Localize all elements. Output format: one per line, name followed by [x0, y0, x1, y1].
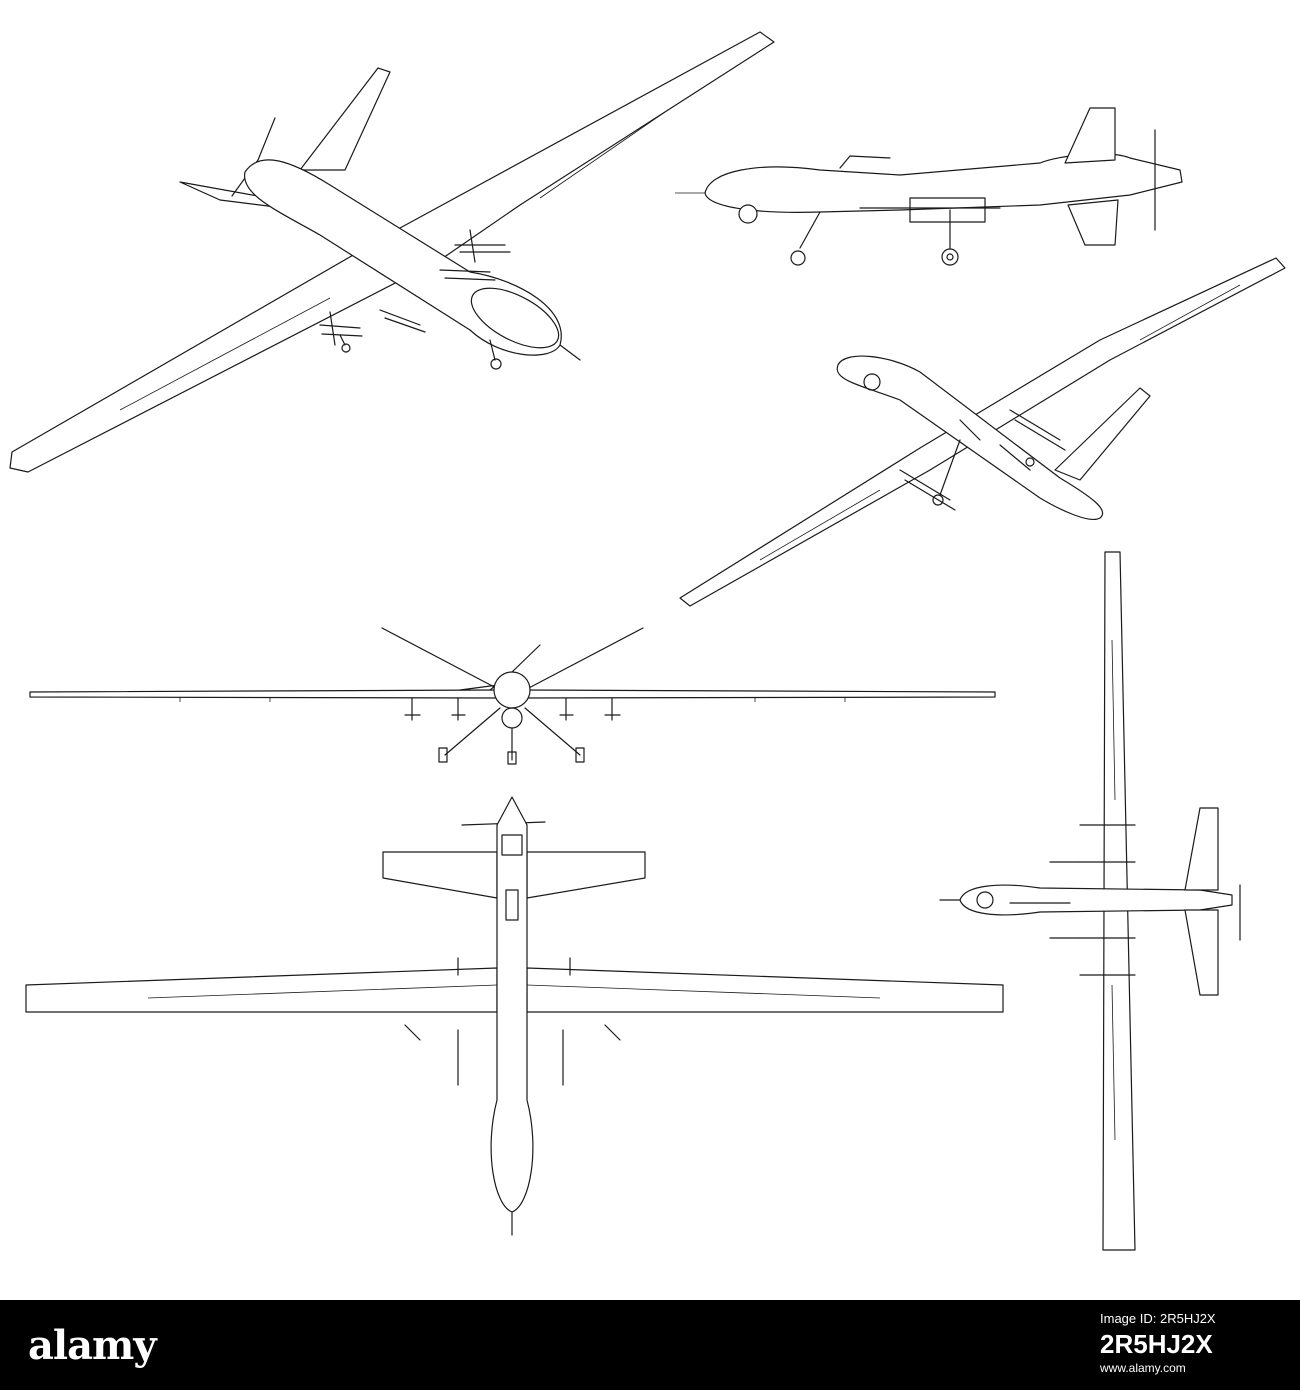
landing-gear-front: [438, 707, 585, 765]
stock-footer-bar: alamy Image ID: 2R5HJ2X 2R5HJ2X www.alam…: [0, 1300, 1300, 1390]
tail-fin-bottom: [1184, 807, 1219, 891]
fuselage-top: [490, 796, 534, 1213]
bottom-view: [939, 551, 1241, 1251]
image-id-code: 2R5HJ2X: [1100, 1329, 1213, 1359]
front-view: [29, 627, 996, 765]
weapon-stores-under: [899, 409, 1066, 511]
image-id-block: Image ID: 2R5HJ2X 2R5HJ2X www.alamy.com: [1100, 1310, 1270, 1376]
stores-bottom: [1009, 824, 1136, 976]
image-id-label: Image ID: 2R5HJ2X: [1100, 1311, 1216, 1326]
uav-line-drawing: [9, 31, 1286, 1251]
tail-fin-up: [1064, 107, 1116, 164]
landing-gear: [339, 334, 502, 370]
tail-fin-down: [1067, 199, 1119, 246]
perspective-underside-view: [679, 257, 1286, 607]
side-view: [675, 107, 1183, 266]
tail-fin-under: [1054, 387, 1151, 481]
main-wing-top: [25, 967, 498, 1013]
landing-gear-under: [932, 439, 1035, 506]
stores-top: [404, 957, 621, 1086]
landing-gear-side: [790, 209, 959, 266]
stores-front: [404, 697, 621, 721]
weapon-stores: [319, 229, 511, 346]
tail-plane-top: [382, 851, 498, 899]
alamy-logo[interactable]: alamy: [28, 1322, 157, 1369]
tail-v-front: [381, 627, 644, 691]
tail-fin-upper: [299, 67, 391, 171]
sensor-ball: [738, 204, 758, 224]
top-view: [25, 796, 1004, 1236]
fuselage-bottom: [959, 884, 1233, 916]
perspective-top-front-view: [9, 31, 775, 473]
site-url[interactable]: www.alamy.com: [1100, 1361, 1186, 1375]
fuselage-front: [493, 671, 531, 709]
